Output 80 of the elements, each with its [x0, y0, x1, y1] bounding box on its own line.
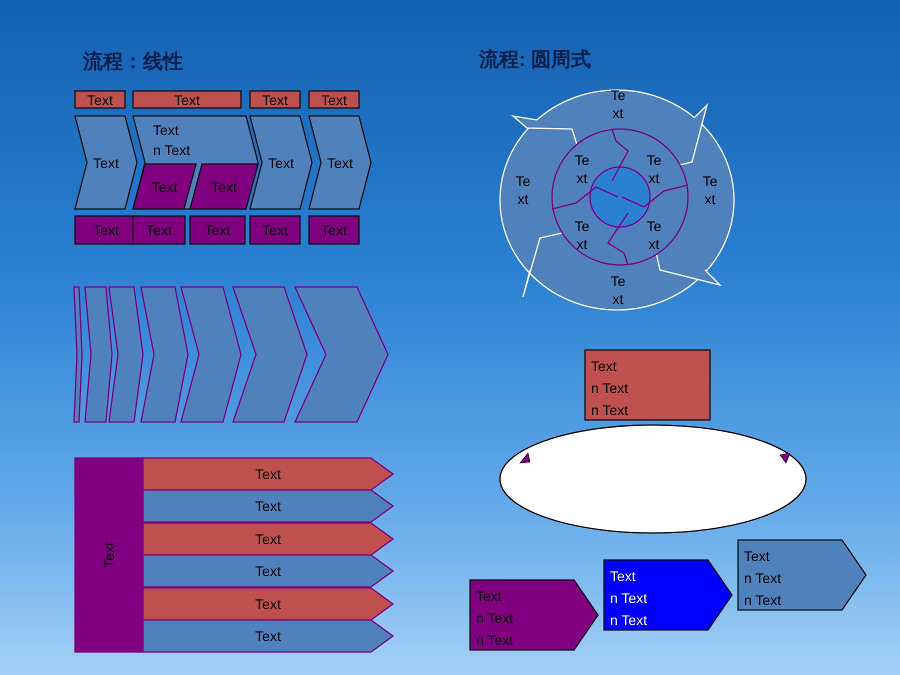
node-text: n Text	[591, 402, 628, 418]
cycle-ellipse	[500, 425, 806, 533]
chevron-step	[85, 287, 112, 422]
step-panel	[604, 560, 732, 630]
node-text: n Text	[744, 570, 782, 586]
arrow-band	[143, 458, 393, 490]
chevron-step	[295, 287, 388, 422]
label-box	[250, 91, 300, 108]
chevron-step	[74, 287, 82, 422]
section-heading: 流程: 圆周式	[479, 48, 592, 73]
node-text: Te xt	[702, 172, 718, 208]
label-box	[190, 216, 245, 244]
cycle-ring	[500, 90, 734, 310]
node-text: Text	[262, 222, 288, 238]
node-text: n Text	[610, 612, 648, 628]
chevron-step	[133, 116, 258, 209]
arrow-band	[143, 490, 393, 522]
node-text: Text	[591, 358, 617, 374]
node-text: Text	[211, 178, 237, 194]
node-text: n Text	[153, 142, 190, 158]
node-text: Te xt	[574, 217, 590, 253]
node-text: Text	[610, 568, 636, 584]
chevron-step	[233, 287, 307, 422]
step-panel	[470, 580, 598, 650]
node-text: n Text	[476, 610, 514, 626]
node-text: Te xt	[646, 151, 662, 187]
arrow-band	[143, 555, 393, 588]
label-box	[75, 91, 125, 108]
text-box	[585, 350, 710, 420]
node-text: Text	[146, 222, 172, 238]
node-text: Text	[204, 222, 230, 238]
arrow-band	[143, 522, 393, 555]
node-text: Text	[262, 92, 288, 108]
node-text: Text	[255, 466, 281, 482]
node-text: Text	[255, 628, 281, 644]
parallelogram-box	[133, 164, 196, 209]
node-text: n Text	[591, 380, 628, 396]
chevron-step	[141, 287, 188, 422]
arrow-band	[143, 588, 393, 620]
node-text: Text	[327, 154, 353, 170]
label-box	[309, 216, 359, 244]
chevron-step	[109, 287, 143, 422]
node-text: Te xt	[610, 272, 626, 308]
node-text: Te xt	[646, 217, 662, 253]
node-text: Text	[174, 92, 200, 108]
node-text: n Text	[744, 592, 782, 608]
node-text: Text	[93, 222, 119, 238]
parallelogram-box	[190, 164, 258, 209]
node-text: Text	[93, 154, 119, 170]
node-text: Text	[268, 154, 294, 170]
node-text: n Text	[610, 590, 648, 606]
node-text: Text	[744, 548, 770, 564]
inner-cycle-ring	[552, 129, 688, 265]
node-text: Text	[87, 92, 113, 108]
chevron-step	[250, 116, 312, 209]
label-box	[133, 91, 241, 108]
step-panel	[738, 540, 866, 610]
label-box	[309, 91, 359, 108]
label-box	[133, 216, 185, 244]
node-text: Text	[321, 92, 347, 108]
node-text: Text	[101, 542, 117, 568]
chevron-step	[75, 116, 137, 209]
node-text: n Text	[476, 632, 514, 648]
node-text: Text	[152, 178, 178, 194]
node-text: Text	[255, 563, 281, 580]
node-text: Te xt	[514, 172, 532, 208]
node-text: Text	[153, 122, 179, 138]
chevron-step	[309, 116, 371, 209]
node-text: Text	[321, 222, 347, 238]
node-text: Text	[255, 498, 281, 514]
chevron-step	[181, 287, 241, 422]
arrow-band	[143, 620, 393, 652]
side-bar	[75, 458, 143, 652]
node-text: Text	[255, 596, 281, 612]
section-heading: 流程：线性	[83, 50, 183, 75]
node-text: Text	[476, 588, 502, 604]
node-text: Text	[255, 530, 281, 547]
node-text: Te xt	[574, 151, 590, 187]
label-box	[250, 216, 300, 244]
node-text: Te xt	[610, 86, 626, 122]
